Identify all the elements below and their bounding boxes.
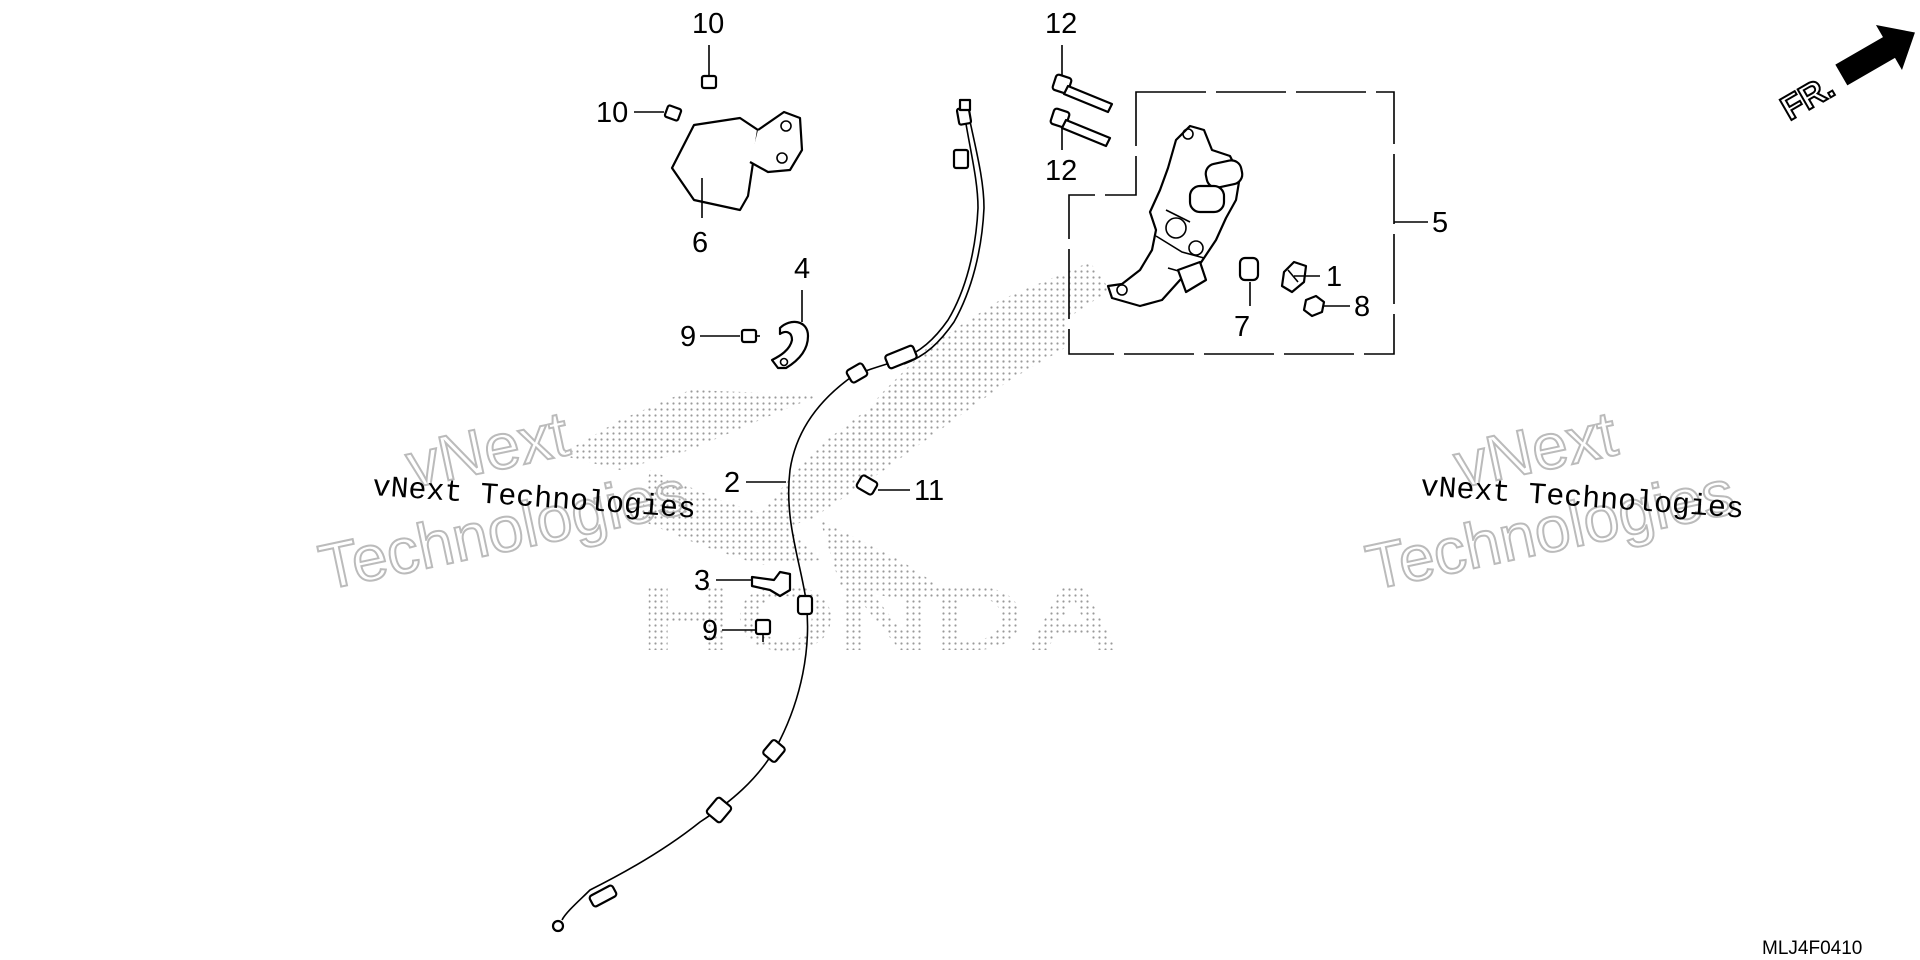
part-2-cable — [551, 98, 985, 933]
callout-12-top: 12 — [1045, 8, 1077, 40]
part-10-screw-left — [663, 104, 683, 122]
honda-logo-text: HONDA — [640, 568, 1120, 670]
watermark-right: vNext Technologies vNext Technologies — [1359, 396, 1745, 604]
part-12-bolt-lower — [1049, 107, 1112, 148]
callout-6: 6 — [692, 227, 708, 259]
callout-4: 4 — [794, 253, 810, 285]
honda-wing-logo-watermark: HONDA — [560, 262, 1120, 670]
callout-10-top: 10 — [692, 8, 724, 40]
part-5-lock-assembly — [1106, 124, 1244, 308]
part-9-bolt-lower — [754, 618, 772, 642]
part-11-nut — [855, 474, 879, 496]
callout-2: 2 — [724, 467, 740, 499]
front-direction-arrow: FR. — [1773, 24, 1915, 129]
callout-10-left: 10 — [596, 97, 628, 129]
callout-1: 1 — [1326, 261, 1342, 293]
part-6-cover — [670, 110, 804, 212]
leader-lines — [634, 45, 1428, 631]
part-4-clamp — [770, 320, 810, 370]
part-8-nut — [1302, 294, 1326, 318]
part-7-collar — [1238, 256, 1260, 282]
part-12-bolt-upper — [1051, 73, 1114, 114]
part-10-screw-top — [700, 70, 718, 90]
callout-7: 7 — [1234, 311, 1250, 343]
callout-12-lower: 12 — [1045, 155, 1077, 187]
callout-9-lower: 9 — [702, 615, 718, 647]
callout-8: 8 — [1354, 291, 1370, 323]
front-direction-label: FR. — [1774, 68, 1840, 128]
callout-3: 3 — [694, 565, 710, 597]
part-1-clip — [1280, 260, 1308, 294]
callouts: 10 10 6 4 9 12 12 5 1 7 8 2 11 3 9 — [596, 8, 1448, 647]
callout-11: 11 — [914, 475, 944, 507]
callout-9-upper: 9 — [680, 321, 696, 353]
part-3-clip — [750, 570, 792, 598]
callout-5: 5 — [1432, 207, 1448, 239]
drawing-code: MLJ4F0410 — [1762, 938, 1862, 959]
part-5-assembly-boundary — [1068, 91, 1395, 355]
part-9-bolt-upper — [740, 328, 760, 344]
